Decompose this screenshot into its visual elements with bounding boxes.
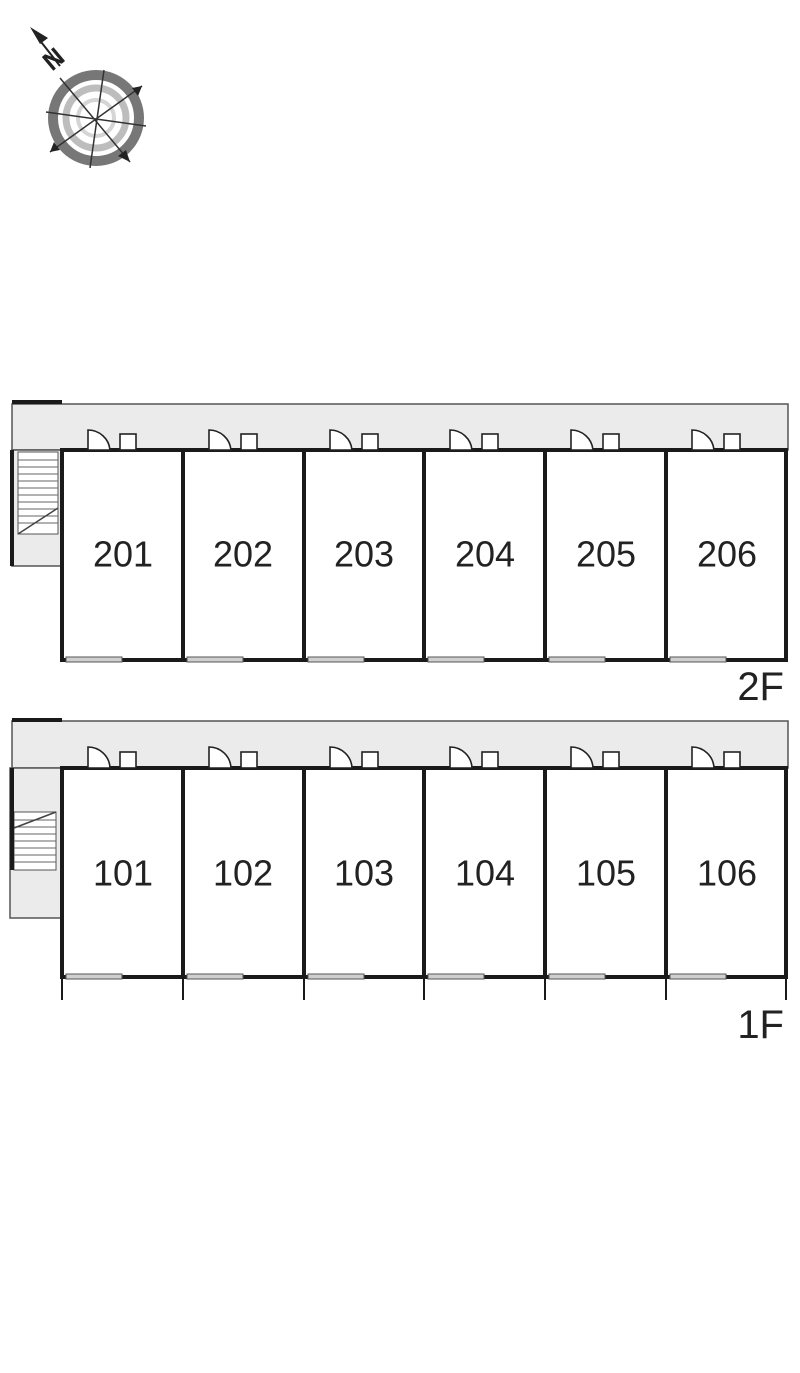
unit-203-label: 203 xyxy=(334,534,394,575)
unit-204-label: 204 xyxy=(455,534,515,575)
unit-101-label: 101 xyxy=(93,853,153,894)
unit-102-label: 102 xyxy=(213,853,273,894)
floor-2f: 201 202 203 204 205 206 2F xyxy=(10,400,789,709)
door-icon xyxy=(87,746,741,769)
staircase-icon xyxy=(13,811,57,871)
floor-label-1f: 1F xyxy=(737,1003,784,1047)
unit-105-label: 105 xyxy=(576,853,636,894)
unit-202-label: 202 xyxy=(213,534,273,575)
door-icon xyxy=(87,429,741,451)
floor-1f: 101 102 103 104 105 106 1F xyxy=(9,718,789,1047)
unit-104-label: 104 xyxy=(455,853,515,894)
compass-north-label: N xyxy=(37,41,71,76)
unit-205-label: 205 xyxy=(576,534,636,575)
unit-201-label: 201 xyxy=(93,534,153,575)
unit-106-label: 106 xyxy=(697,853,757,894)
staircase-icon xyxy=(17,451,59,535)
corridor-2f xyxy=(11,403,789,451)
unit-103-label: 103 xyxy=(334,853,394,894)
compass-rose-icon: N xyxy=(30,27,147,169)
floor-label-2f: 2F xyxy=(737,665,784,709)
unit-206-label: 206 xyxy=(697,534,757,575)
